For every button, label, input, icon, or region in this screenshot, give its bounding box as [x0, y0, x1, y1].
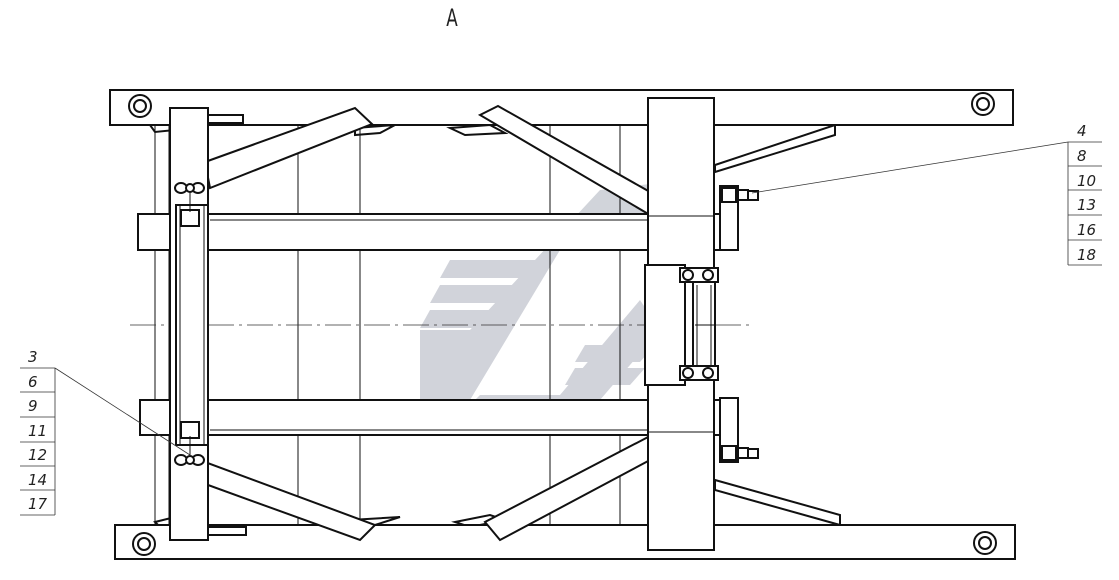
callout-label: 11 — [28, 422, 47, 440]
callout-leader-right — [751, 141, 1102, 266]
callout-label: 10 — [1077, 172, 1096, 190]
callout-label: 12 — [28, 446, 47, 464]
callout-label: 13 — [1077, 196, 1096, 214]
callout-label: 16 — [1077, 221, 1096, 239]
view-label: A — [446, 4, 458, 32]
callout-label: 9 — [28, 397, 38, 415]
horizontal-beams — [137, 213, 651, 436]
bottom-rail — [114, 524, 1016, 560]
callout-label: 17 — [28, 495, 48, 513]
diagonal-braces — [203, 104, 651, 542]
callout-label: 3 — [28, 348, 38, 366]
center-bracket — [644, 264, 719, 386]
left-upright — [169, 107, 247, 541]
callout-label: 14 — [28, 471, 47, 489]
callout-label: 8 — [1077, 147, 1087, 165]
callout-labels-left: 3 6 9 11 12 14 17 — [28, 348, 48, 513]
callout-leader-left — [20, 367, 191, 516]
callout-label: 4 — [1077, 122, 1087, 140]
callout-label: 6 — [28, 373, 38, 391]
top-rail — [109, 89, 1014, 126]
callout-label: 18 — [1077, 246, 1096, 264]
right-bolt-brackets — [719, 185, 759, 463]
callout-labels-right: 4 8 10 13 16 18 — [1077, 122, 1096, 264]
